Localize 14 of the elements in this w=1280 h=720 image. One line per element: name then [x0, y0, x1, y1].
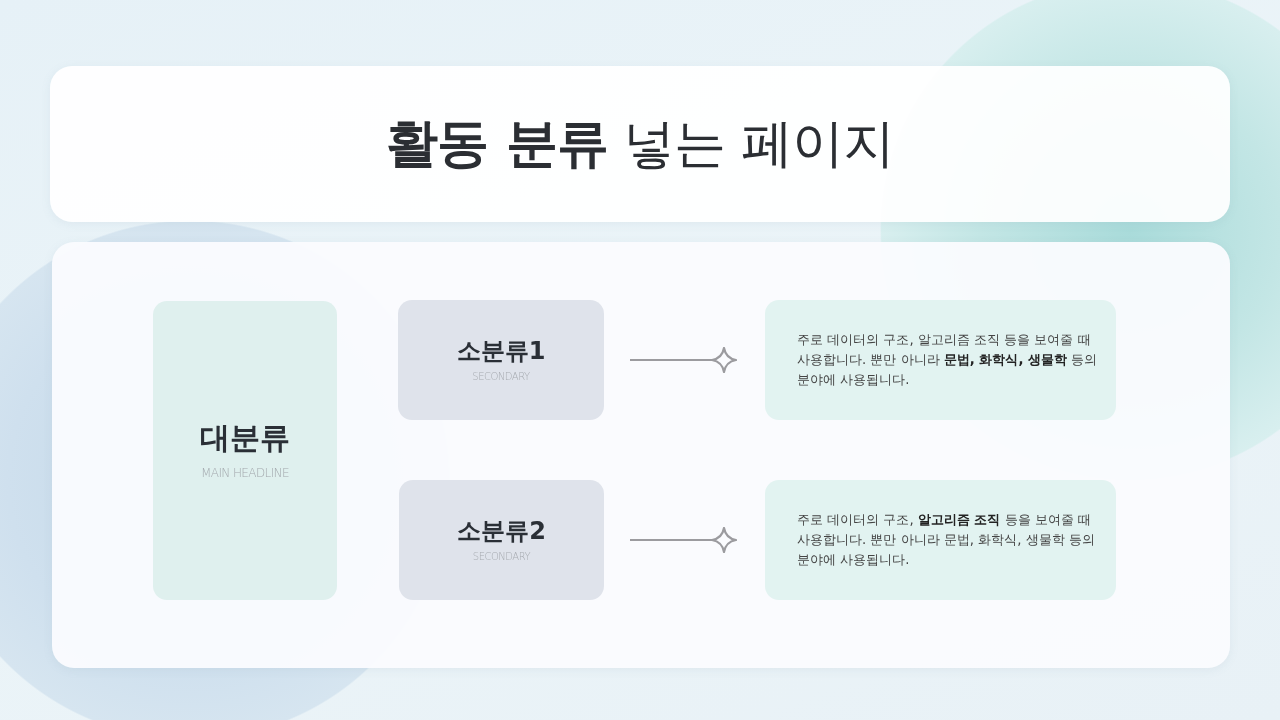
description-card — [765, 480, 1116, 600]
description-text: 주로 데이터의 구조, 알고리즘 조직 등을 보여줄 때 사용합니다. 뿐만 아니라 문법, 화학식, 생물학 등의 분야에 사용됩니다. — [797, 511, 1096, 569]
card-subtitle: MAIN HEADLINE — [201, 466, 289, 481]
connector-line — [629, 346, 738, 374]
connector-line — [629, 526, 738, 554]
card-heading: 소분류1 — [456, 336, 546, 366]
category-card — [153, 301, 337, 600]
description-text: 주로 데이터의 구조, 알고리즘 조직 등을 보여줄 때 사용합니다. 뿐만 아니라 문법, 화학식, 생물학 등의 분야에 사용됩니다. — [797, 331, 1099, 389]
subcategory-card — [399, 480, 604, 600]
subcategory-card — [398, 300, 604, 420]
description-card — [765, 300, 1116, 420]
card-heading: 소분류2 — [457, 516, 546, 546]
card-heading: 대분류 — [200, 420, 290, 457]
page-title: 활동 분류 넣는 페이지 — [386, 112, 894, 175]
